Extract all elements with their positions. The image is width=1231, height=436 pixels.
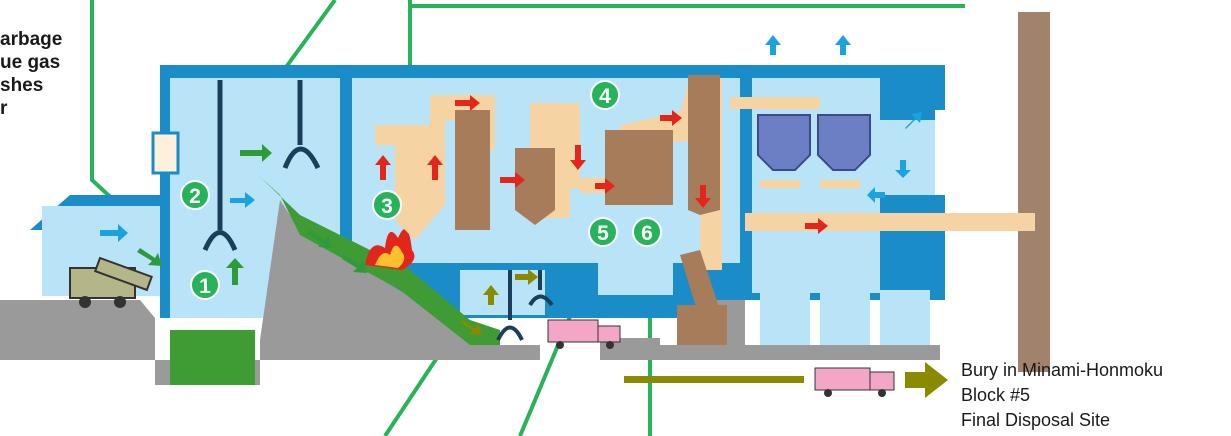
scrubber-units (757, 114, 871, 171)
marker-3: 3 (372, 190, 402, 220)
fan-room (880, 120, 935, 195)
air-flow-arrows (100, 35, 922, 242)
svg-text:6: 6 (641, 222, 653, 245)
legend-item-ashes: shes (0, 75, 44, 96)
boiler-equipment (455, 75, 727, 345)
ash-bays (760, 290, 930, 345)
ash-chute (680, 250, 720, 320)
bag-filter (605, 130, 673, 205)
marker-5: 5 (588, 217, 618, 247)
legend: arbage ue gas shes r (0, 28, 62, 120)
svg-text:2: 2 (189, 185, 201, 208)
bunker-pit (170, 330, 255, 385)
ash-crane (496, 270, 554, 341)
destination-line-2: Block #5 (961, 385, 1031, 405)
chimney (1018, 12, 1050, 372)
ash-truck-icon (547, 319, 621, 349)
disposal-truck-icon (814, 367, 895, 397)
disposal-destination: Bury in Minami-Honmoku Block #5 Final Di… (961, 358, 1163, 433)
cyclone (515, 148, 555, 225)
ash-silo (677, 305, 727, 345)
route-arrow-icon (905, 362, 948, 398)
garbage-crane (202, 80, 321, 252)
marker-4: 4 (590, 80, 620, 110)
svg-text:3: 3 (381, 195, 393, 218)
process-markers: 1 2 3 4 5 6 (180, 80, 662, 300)
garbage-truck-icon (69, 256, 153, 308)
flue-gas-flow-arrows (375, 95, 828, 234)
garbage-flow-arrows (137, 144, 367, 285)
svg-text:1: 1 (199, 275, 211, 298)
marker-2: 2 (180, 180, 210, 210)
operator-booth (151, 131, 180, 175)
legend-item-flue-gas: ue gas (0, 52, 61, 73)
reactor-column (688, 75, 720, 215)
furnace-flame (365, 228, 415, 270)
destination-line-3: Final Disposal Site (961, 410, 1111, 430)
ash-disposal-route (624, 362, 948, 398)
legend-item-air: r (0, 98, 8, 119)
svg-text:4: 4 (599, 85, 611, 108)
svg-text:5: 5 (597, 222, 609, 245)
marker-1: 1 (190, 270, 220, 300)
destination-line-1: Bury in Minami-Honmoku (961, 360, 1164, 380)
ash-flow-arrows (460, 269, 538, 335)
boiler (455, 110, 490, 230)
marker-6: 6 (632, 217, 662, 247)
legend-item-garbage: arbage (0, 29, 63, 50)
